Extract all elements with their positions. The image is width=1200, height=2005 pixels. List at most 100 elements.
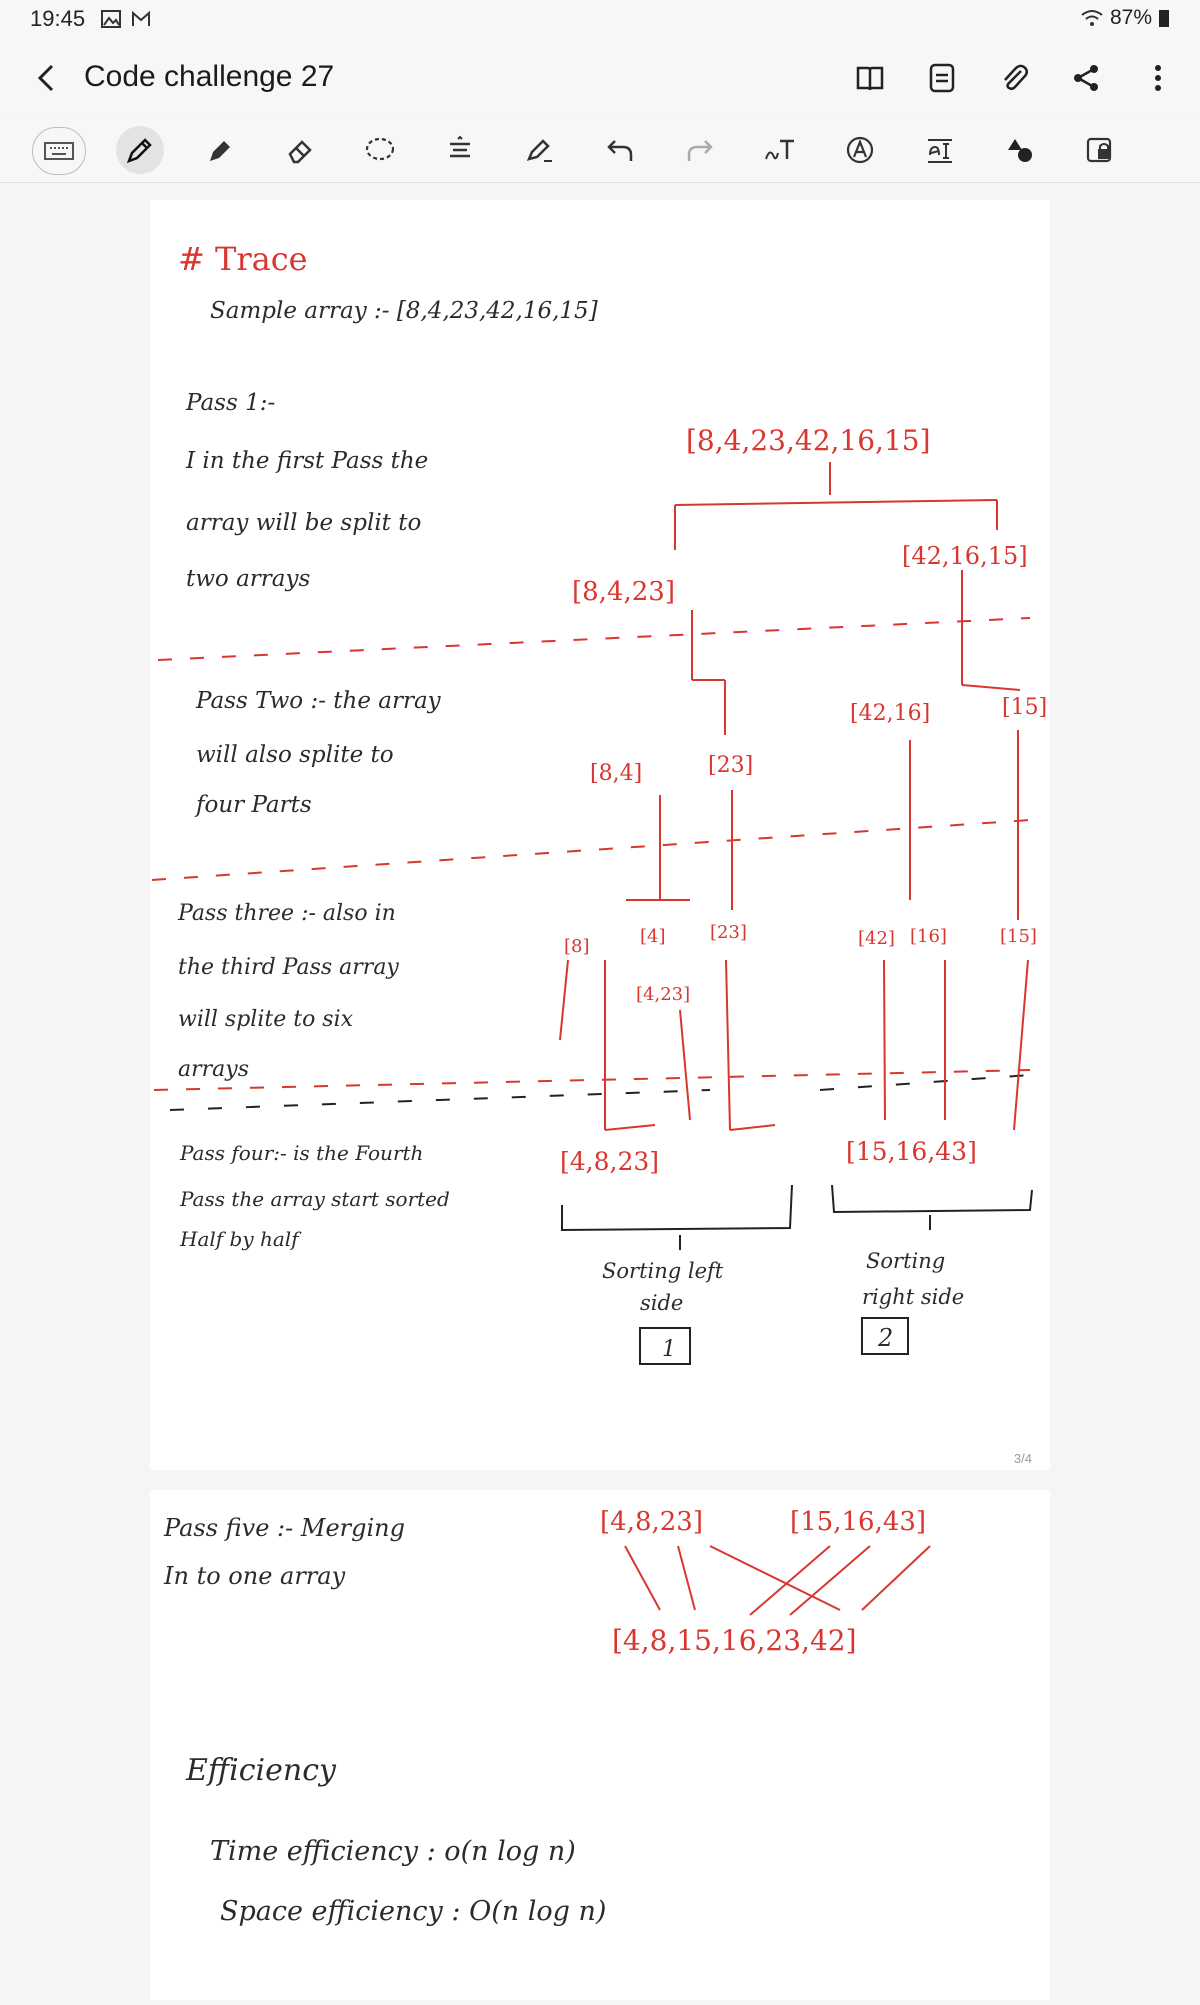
text-format-tool[interactable] (436, 126, 484, 174)
battery-percent: 87% (1109, 6, 1152, 29)
leaf-16: [16] (910, 926, 947, 947)
page-2-ink: Pass five :- Merging In to one array [4,… (163, 1507, 931, 1927)
tree-connectors (559, 462, 1029, 1131)
sorting-left-line-1: Sorting left (602, 1259, 724, 1283)
redo-icon (687, 140, 713, 161)
tree-left-merge-mid: [4,23] (636, 984, 690, 1005)
text-box-icon (928, 139, 952, 163)
pass4-line-1: Pass four:- is the Fourth (179, 1141, 423, 1165)
status-bar: 19:45 87% (0, 0, 1200, 42)
pen-shape-icon (526, 139, 552, 162)
pass5-line-1: Pass five :- Merging (163, 1514, 405, 1542)
merge-right-array: [15,16,43] (790, 1507, 926, 1537)
more-vertical-icon (1155, 65, 1161, 91)
pass1-line-3: two arrays (186, 566, 310, 592)
more-options-button[interactable] (1136, 56, 1180, 100)
keyboard-button[interactable] (32, 127, 86, 175)
book-icon (856, 66, 884, 91)
marker-2-text: 2 (877, 1324, 893, 1352)
sorted-right: [15,16,43] (846, 1137, 977, 1166)
tree-right-left: [42,16] (850, 701, 930, 726)
eraser-tool[interactable] (276, 126, 324, 174)
leaf-8: [8] (564, 936, 590, 957)
pass3-line-2: the third Pass array (178, 955, 399, 980)
pass1-label: Pass 1:- (185, 390, 275, 416)
gmail-icon (132, 10, 150, 26)
shapes-button[interactable] (996, 126, 1044, 174)
efficiency-title: Efficiency (185, 1753, 337, 1788)
sorting-brackets (561, 1184, 1033, 1250)
marker-2-box (861, 1317, 909, 1355)
text-style-icon (846, 136, 874, 164)
note-page-1[interactable]: # Trace Sample array :- [8,4,23,42,16,15… (150, 200, 1050, 1470)
pen-tool[interactable] (116, 126, 164, 174)
tree-left: [8,4,23] (572, 577, 675, 607)
battery-icon (1159, 10, 1169, 27)
status-right: 87% (1080, 6, 1170, 30)
merge-tree: [8,4,23,42,16,15] [8,4,23] [42,16,15] [8… (560, 424, 1047, 1176)
note-title: Code challenge 27 (84, 60, 335, 93)
text-style-button[interactable] (836, 126, 884, 174)
pass4-separator (169, 1074, 1031, 1111)
merged-array: [4,8,15,16,23,42] (612, 1624, 857, 1657)
reading-mode-button[interactable] (848, 56, 892, 100)
sample-array-text: Sample array :- [8,4,23,42,16,15] (210, 298, 598, 324)
pass1-line-1: I in the first Pass the (185, 448, 428, 474)
leaf-15: [15] (1000, 926, 1037, 947)
pass3-line-3: will splite to six (178, 1007, 354, 1032)
page-1-ink: # Trace Sample array :- [8,4,23,42,16,15… (151, 240, 1047, 1365)
header-actions (848, 56, 1180, 100)
pass3-line-4: arrays (178, 1057, 249, 1082)
note-page-2[interactable]: Pass five :- Merging In to one array [4,… (150, 1490, 1050, 2000)
eraser-icon (288, 140, 312, 164)
lasso-tool[interactable] (356, 126, 404, 174)
leaf-42: [42] (858, 928, 895, 949)
redo-button[interactable] (676, 126, 724, 174)
status-time: 19:45 (30, 6, 86, 31)
pass4-line-3: Half by half (179, 1227, 302, 1251)
pass3-line-1: Pass three :- also in (177, 901, 396, 926)
handwriting-text-icon (765, 139, 794, 160)
highlighter-icon (210, 141, 230, 161)
lock-edit-icon (1086, 137, 1112, 163)
undo-button[interactable] (596, 126, 644, 174)
sorting-left-line-2: side (640, 1291, 683, 1315)
keyboard-icon (44, 142, 74, 160)
undo-icon (607, 140, 633, 161)
pass4-line-2: Pass the array start sorted (179, 1187, 450, 1211)
paperclip-icon (1004, 64, 1028, 91)
page-view-button[interactable] (920, 56, 964, 100)
pass2-line-3: four Parts (194, 792, 312, 818)
pass2-line-1: Pass Two :- the array (195, 688, 442, 714)
lasso-select-icon (365, 137, 395, 161)
text-align-icon (450, 135, 470, 158)
drawing-toolbar (0, 118, 1200, 183)
chevron-left-icon (37, 64, 54, 92)
back-button[interactable] (26, 58, 66, 98)
sorting-right-line-1: Sorting (866, 1249, 945, 1273)
attach-button[interactable] (992, 56, 1036, 100)
text-box-button[interactable] (916, 126, 964, 174)
page-number: 3/4 (1013, 1451, 1032, 1466)
pass5-line-2: In to one array (163, 1562, 346, 1590)
shape-pen-tool[interactable] (516, 126, 564, 174)
handwriting-to-text-button[interactable] (756, 126, 804, 174)
sorting-right-line-2: right side (862, 1285, 964, 1309)
marker-1-box (639, 1327, 691, 1365)
pass1-line-2: array will be split to (186, 510, 421, 536)
sorted-left: [4,8,23] (560, 1147, 659, 1176)
notification-icons (100, 8, 152, 30)
share-button[interactable] (1064, 56, 1108, 100)
pass2-line-2: will also splite to (196, 742, 394, 768)
merge-arrows (624, 1545, 931, 1616)
space-efficiency: Space efficiency : O(n log n) (220, 1896, 606, 1927)
highlighter-tool[interactable] (196, 126, 244, 174)
app-header: Code challenge 27 (0, 42, 1200, 116)
heading-trace: # Trace (178, 240, 308, 278)
tree-left-left: [8,4] (590, 761, 642, 786)
shapes-icon (1008, 139, 1032, 162)
share-icon (1074, 65, 1098, 91)
read-only-button[interactable] (1076, 126, 1124, 174)
pen-icon (126, 138, 152, 164)
tree-left-right: [23] (708, 753, 753, 778)
